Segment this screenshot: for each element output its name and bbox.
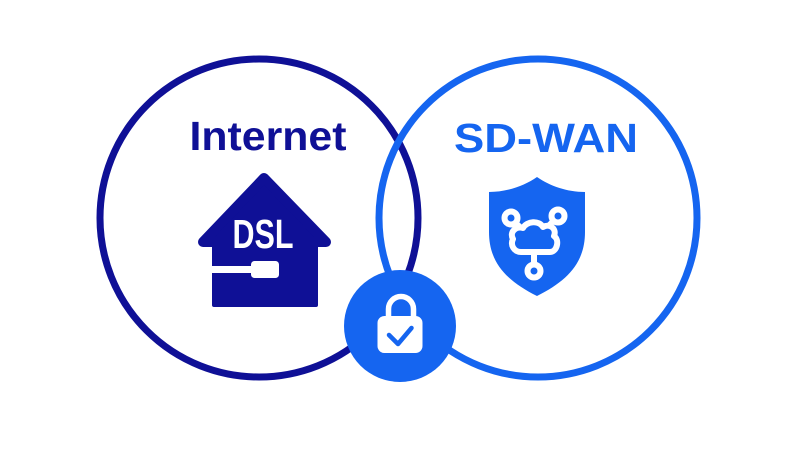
network-node-upleft xyxy=(501,208,521,228)
internet-circle xyxy=(96,55,422,381)
lock-shackle xyxy=(385,293,417,319)
sdwan-label: SD-WAN xyxy=(454,115,638,161)
sdwan-circle xyxy=(375,55,701,381)
lock-body xyxy=(377,316,423,353)
shield-network-icon xyxy=(489,177,585,296)
checkmark xyxy=(386,325,414,347)
cloud-shape xyxy=(508,219,561,255)
lock-check-icon xyxy=(344,270,456,382)
internet-label: Internet xyxy=(190,113,347,159)
house-dsl-icon: DSL xyxy=(198,173,331,307)
dsl-plug xyxy=(251,261,279,278)
network-node-down xyxy=(524,261,544,281)
network-node-upright xyxy=(548,206,568,226)
dsl-label: DSL xyxy=(233,211,294,257)
dsl-cable xyxy=(209,266,253,273)
